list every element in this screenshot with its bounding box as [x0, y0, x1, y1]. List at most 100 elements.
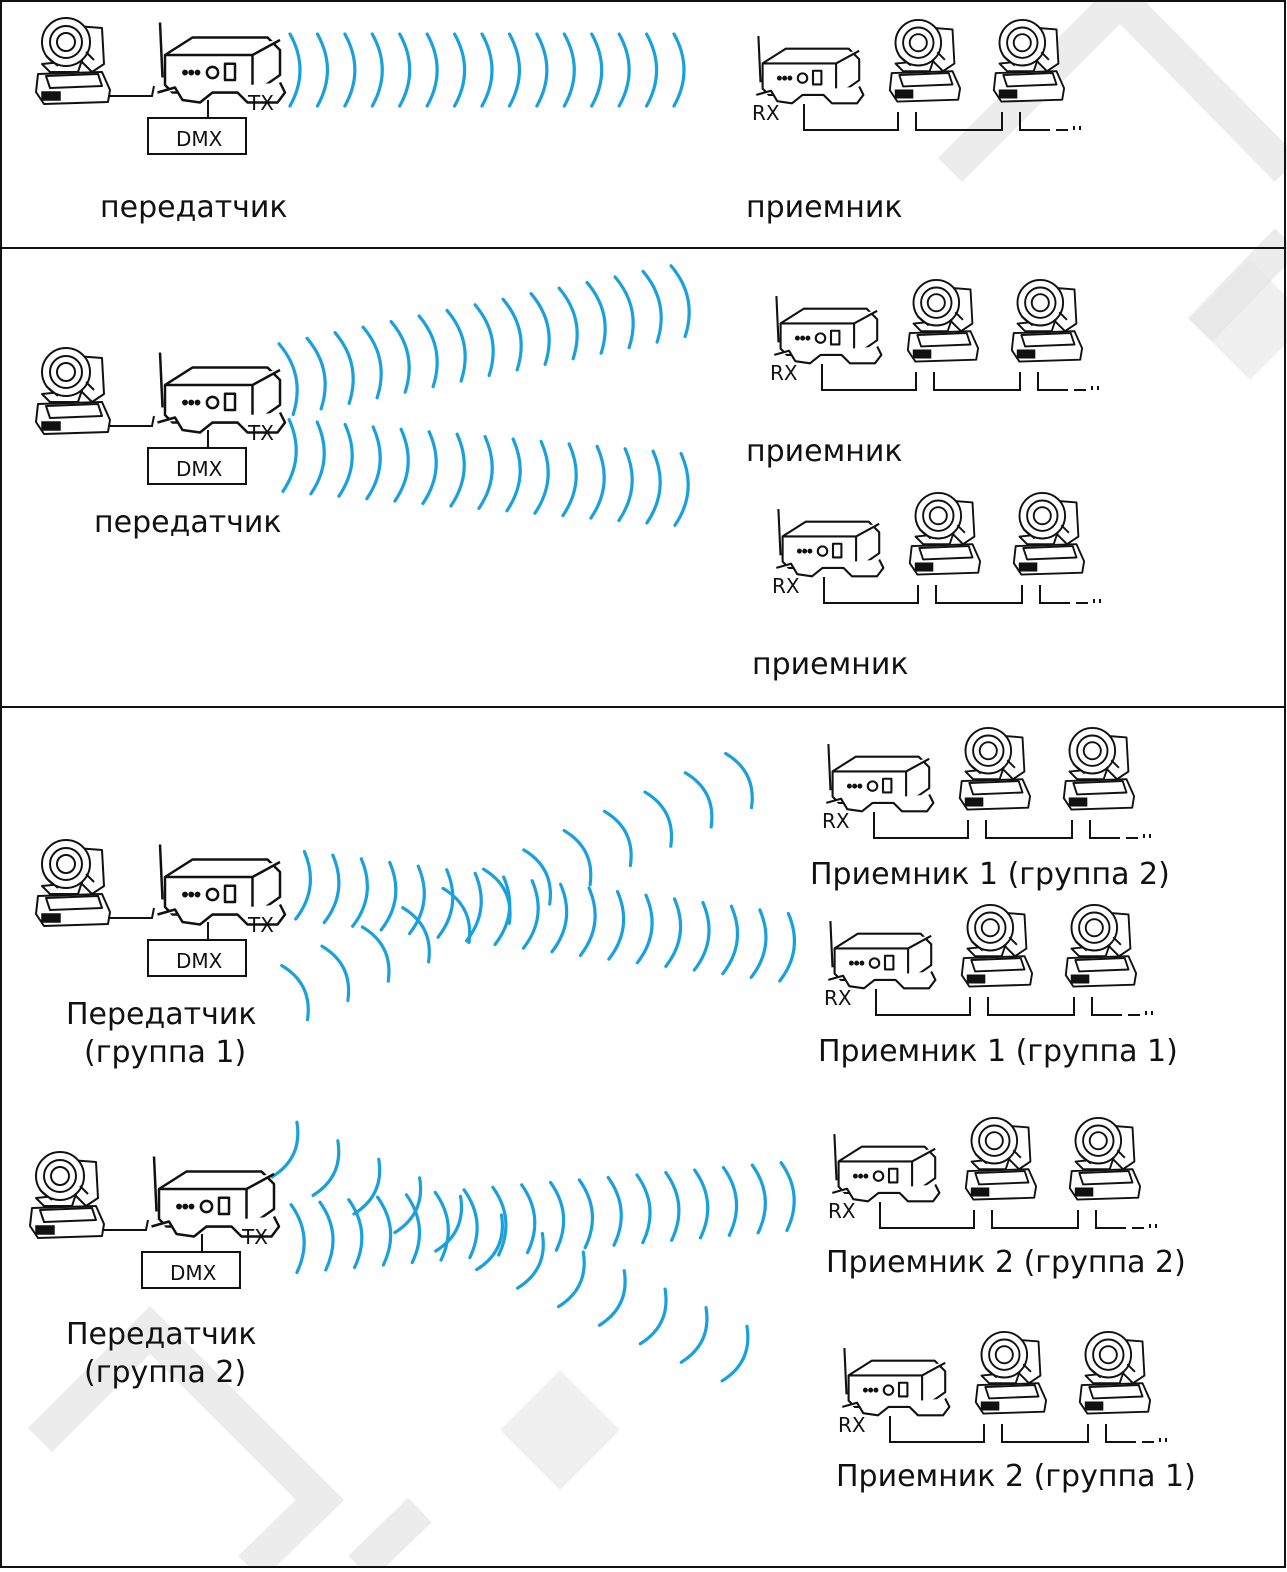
transmitter-label: Передатчик: [66, 1317, 256, 1352]
radio-wave: [635, 893, 654, 965]
radio-wave: [436, 868, 455, 939]
wireless-dmx-receiver-icon: [827, 920, 937, 990]
receiver-label: Приемник 1 (группа 1): [818, 1034, 1178, 1069]
radio-wave: [320, 944, 351, 1002]
radio-wave: [669, 264, 691, 339]
radio-wave: [692, 900, 711, 972]
radio-wave: [277, 342, 299, 417]
tx-tag: TX: [247, 421, 274, 445]
connector-line: [102, 1219, 149, 1231]
dmx-label: DMX: [176, 127, 223, 151]
radio-wave: [445, 308, 467, 383]
radio-wave: [408, 864, 426, 936]
radio-wave: [721, 904, 739, 976]
dmx-chain-line: [879, 1202, 1157, 1229]
radio-wave: [309, 420, 326, 496]
radio-wave: [337, 422, 354, 498]
radio-wave: [561, 442, 578, 518]
moving-head-light-icon: [992, 18, 1066, 103]
radio-wave: [635, 1173, 652, 1245]
dmx-label: DMX: [176, 949, 223, 973]
tx-tag: TX: [241, 1225, 268, 1249]
moving-head-light-icon: [29, 1151, 105, 1239]
radio-wave: [664, 897, 683, 968]
rx-tag: RX: [828, 1199, 856, 1223]
radio-wave: [379, 860, 398, 932]
radio-wave: [638, 1287, 668, 1346]
rx-tag: RX: [772, 574, 800, 598]
radio-wave: [520, 1183, 537, 1255]
radio-wave: [516, 1231, 545, 1290]
radio-wave: [475, 1213, 504, 1272]
radio-wave: [393, 1176, 423, 1235]
radio-wave: [577, 1178, 595, 1250]
receiver-label: Приемник 2 (группа 1): [836, 1459, 1196, 1494]
radio-wave: [550, 882, 569, 954]
dmx-console-box: [141, 1251, 241, 1289]
connector-line: [108, 415, 155, 427]
radio-wave: [641, 269, 663, 344]
radio-wave: [462, 1188, 479, 1260]
radio-wave: [389, 319, 411, 394]
radio-wave: [505, 437, 522, 513]
moving-head-light-icon: [1010, 278, 1084, 363]
receiver-label: приемник: [746, 434, 902, 469]
radio-wave: [315, 32, 329, 108]
radio-wave: [720, 1324, 750, 1383]
radio-wave: [351, 857, 369, 928]
moving-head-light-icon: [908, 491, 982, 576]
connector-line: [108, 85, 155, 97]
radio-wave: [617, 447, 634, 523]
radio-wave: [449, 432, 466, 508]
radio-wave: [281, 418, 298, 493]
radio-wave: [473, 303, 495, 378]
receiver-label: приемник: [746, 190, 902, 225]
moving-head-light-icon: [888, 18, 962, 103]
radio-wave: [721, 1165, 739, 1237]
radio-wave: [590, 32, 604, 108]
radio-wave: [333, 331, 355, 405]
radio-wave: [370, 32, 384, 108]
wireless-dmx-receiver-icon: [831, 1133, 941, 1203]
radio-wave: [679, 1306, 709, 1364]
radio-wave: [401, 906, 431, 964]
watermark-layer: [27, 0, 1287, 1572]
radio-wave: [393, 427, 410, 503]
rx-tag: RX: [770, 361, 798, 385]
radio-wave: [644, 32, 659, 108]
dmx-console-box: [147, 117, 247, 155]
radio-wave: [441, 886, 472, 945]
radio-wave: [361, 325, 383, 400]
rx-tag: RX: [824, 986, 852, 1010]
tx-tag: TX: [247, 91, 274, 115]
radio-wave: [433, 1190, 450, 1262]
radio-wave: [294, 849, 312, 921]
radio-wave: [434, 1194, 464, 1253]
moving-head-light-icon: [35, 17, 111, 105]
moving-head-light-icon: [1078, 1330, 1152, 1415]
radio-wave: [311, 1139, 341, 1197]
transmitter-label: передатчик: [94, 505, 282, 540]
radio-wave: [522, 848, 552, 906]
rx-tag: RX: [838, 1413, 866, 1437]
radio-wave: [491, 1185, 508, 1257]
radio-wave: [589, 444, 606, 520]
radio-wave: [724, 751, 754, 810]
moving-head-light-icon: [35, 347, 111, 435]
radio-wave: [778, 911, 796, 983]
dmx-chain-line: [873, 812, 1151, 839]
radio-wave: [613, 275, 635, 350]
radio-wave: [548, 1180, 566, 1252]
radio-wave: [672, 32, 686, 108]
dmx-label: DMX: [170, 1261, 217, 1285]
radio-wave: [507, 32, 521, 108]
moving-head-light-icon: [1012, 491, 1086, 576]
radio-wave: [585, 280, 607, 355]
radio-wave: [398, 32, 412, 108]
radio-wave: [477, 435, 494, 510]
radio-wave: [343, 32, 357, 108]
radio-wave: [417, 314, 439, 389]
receiver-label: Приемник 1 (группа 2): [810, 857, 1170, 892]
